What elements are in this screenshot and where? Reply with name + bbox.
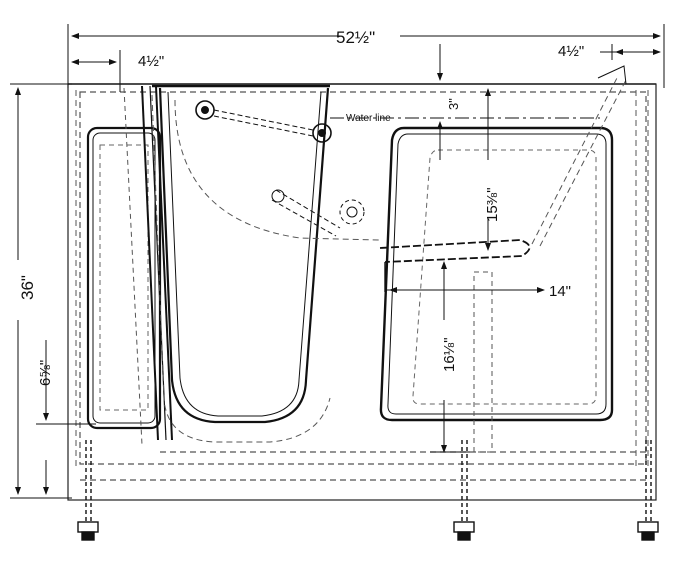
dim-left-offset — [71, 50, 121, 92]
overall-width-label: 52½" — [336, 28, 375, 47]
left-offset-label: 4½" — [138, 53, 164, 70]
dim-seat-height — [430, 261, 470, 453]
leveling-feet — [77, 440, 659, 541]
step-height-label: 6⅝" — [37, 360, 54, 386]
door-panel — [123, 84, 330, 446]
dim-right-offset — [600, 44, 661, 60]
tub-outline — [67, 83, 657, 501]
faucet-fixtures — [195, 100, 365, 237]
bath-well — [151, 87, 381, 443]
dim-step-height — [36, 340, 96, 495]
seat-back-height-label: 15⅜" — [484, 187, 501, 222]
right-wall-frame — [75, 90, 649, 470]
seat-height-label: 16⅛" — [441, 337, 458, 372]
water-line: Water line — [330, 113, 600, 124]
dim-overall-height — [10, 83, 72, 499]
seat-compartment — [379, 65, 627, 453]
water-line-depth-label: 3" — [446, 98, 461, 110]
overall-height-label: 36" — [18, 275, 37, 300]
step-compartment — [86, 126, 162, 430]
water-line-label: Water line — [346, 113, 391, 124]
dim-overall-width — [67, 24, 665, 88]
seat-depth-label: 14" — [549, 283, 571, 300]
right-offset-label: 4½" — [558, 43, 584, 60]
